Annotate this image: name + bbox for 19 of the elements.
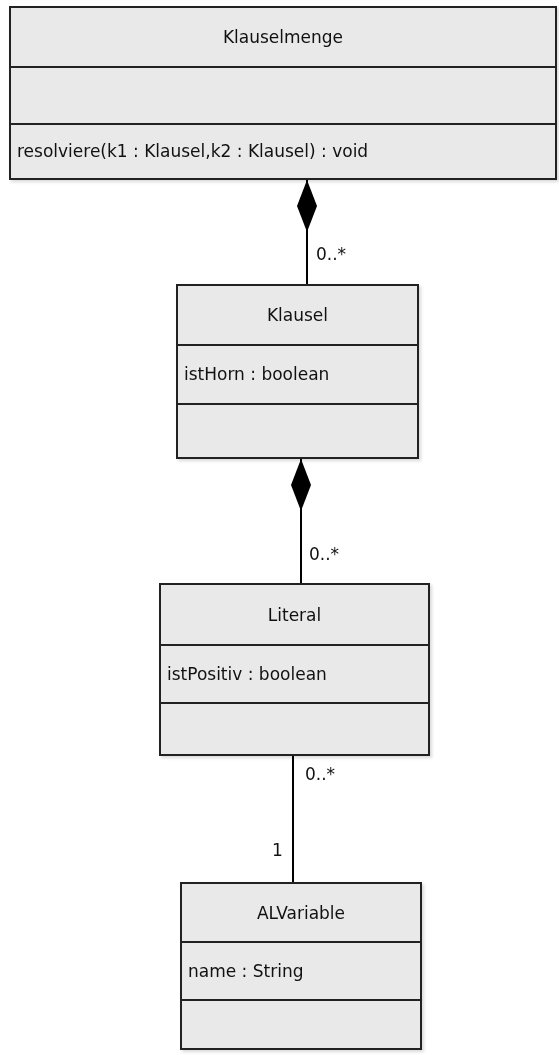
association-line: [292, 755, 294, 883]
multiplicity-label: 0..*: [305, 764, 336, 784]
attribute-text: istHorn : boolean: [184, 364, 330, 385]
class-name: Klausel: [266, 305, 329, 326]
multiplicity-label: 0..*: [309, 544, 340, 564]
class-name: Literal: [267, 604, 322, 625]
class-box: [180, 882, 422, 1050]
multiplicity-label: 0..*: [316, 244, 347, 264]
class-box: [176, 284, 419, 459]
multiplicity-label: 1: [272, 840, 283, 860]
composition-line: [297, 179, 317, 285]
class-name: ALVariable: [256, 902, 346, 923]
class-box: [159, 583, 430, 756]
class-box: [9, 6, 557, 180]
composition-line: [291, 458, 311, 584]
attribute-text: name : String: [188, 960, 304, 981]
operation-text: resolviere(k1 : Klausel,k2 : Klausel) : void: [17, 141, 369, 162]
attribute-text: istPositiv : boolean: [167, 663, 327, 684]
class-name: Klauselmenge: [222, 27, 344, 48]
